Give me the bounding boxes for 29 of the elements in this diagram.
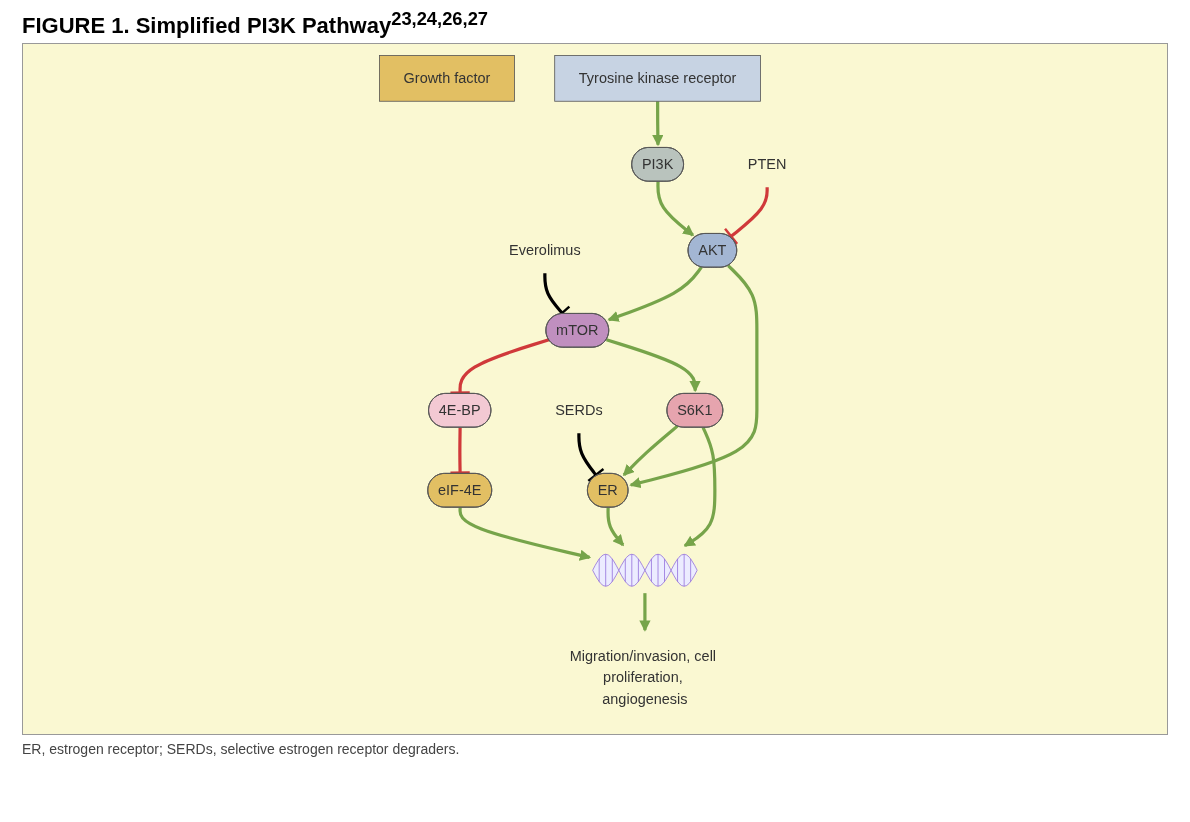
protein-ellipse: S6K1 — [666, 393, 724, 428]
figure-caption: ER, estrogen receptor; SERDs, selective estrogen receptor degraders. — [22, 741, 461, 758]
inhibition-line — [729, 187, 769, 239]
node-label: PTEN — [747, 156, 787, 173]
arrow — [458, 507, 592, 561]
dna-icon — [592, 554, 698, 587]
node-label: Migration/invasion, cell proliferation, angiogenesis — [569, 648, 717, 708]
arrow — [683, 427, 717, 548]
node-label: SERDs — [555, 402, 603, 419]
arrow — [607, 266, 703, 323]
arrow — [639, 593, 651, 633]
protein-ellipse: AKT — [687, 233, 738, 268]
arrow — [606, 338, 701, 393]
arrow — [622, 425, 679, 477]
protein-ellipse: ER — [587, 473, 629, 508]
arrow — [656, 181, 695, 237]
protein-ellipse: PI3K — [631, 147, 684, 182]
receptor-box: Tyrosine kinase receptor — [554, 55, 761, 102]
protein-ellipse: 4E-BP — [428, 393, 492, 428]
protein-ellipse: mTOR — [545, 313, 610, 348]
inhibition-line — [577, 433, 598, 478]
arrow — [606, 507, 625, 547]
node-label: Everolimus — [509, 242, 581, 259]
protein-ellipse: eIF-4E — [427, 473, 493, 508]
arrow — [629, 264, 759, 489]
inhibition-line — [543, 273, 565, 316]
ligand-square: Growth factor — [379, 55, 515, 102]
figure-title: FIGURE 1. Simplified PI3K Pathway$^{23,24,26,27}$ — [22, 8, 490, 40]
arrow — [652, 101, 664, 147]
